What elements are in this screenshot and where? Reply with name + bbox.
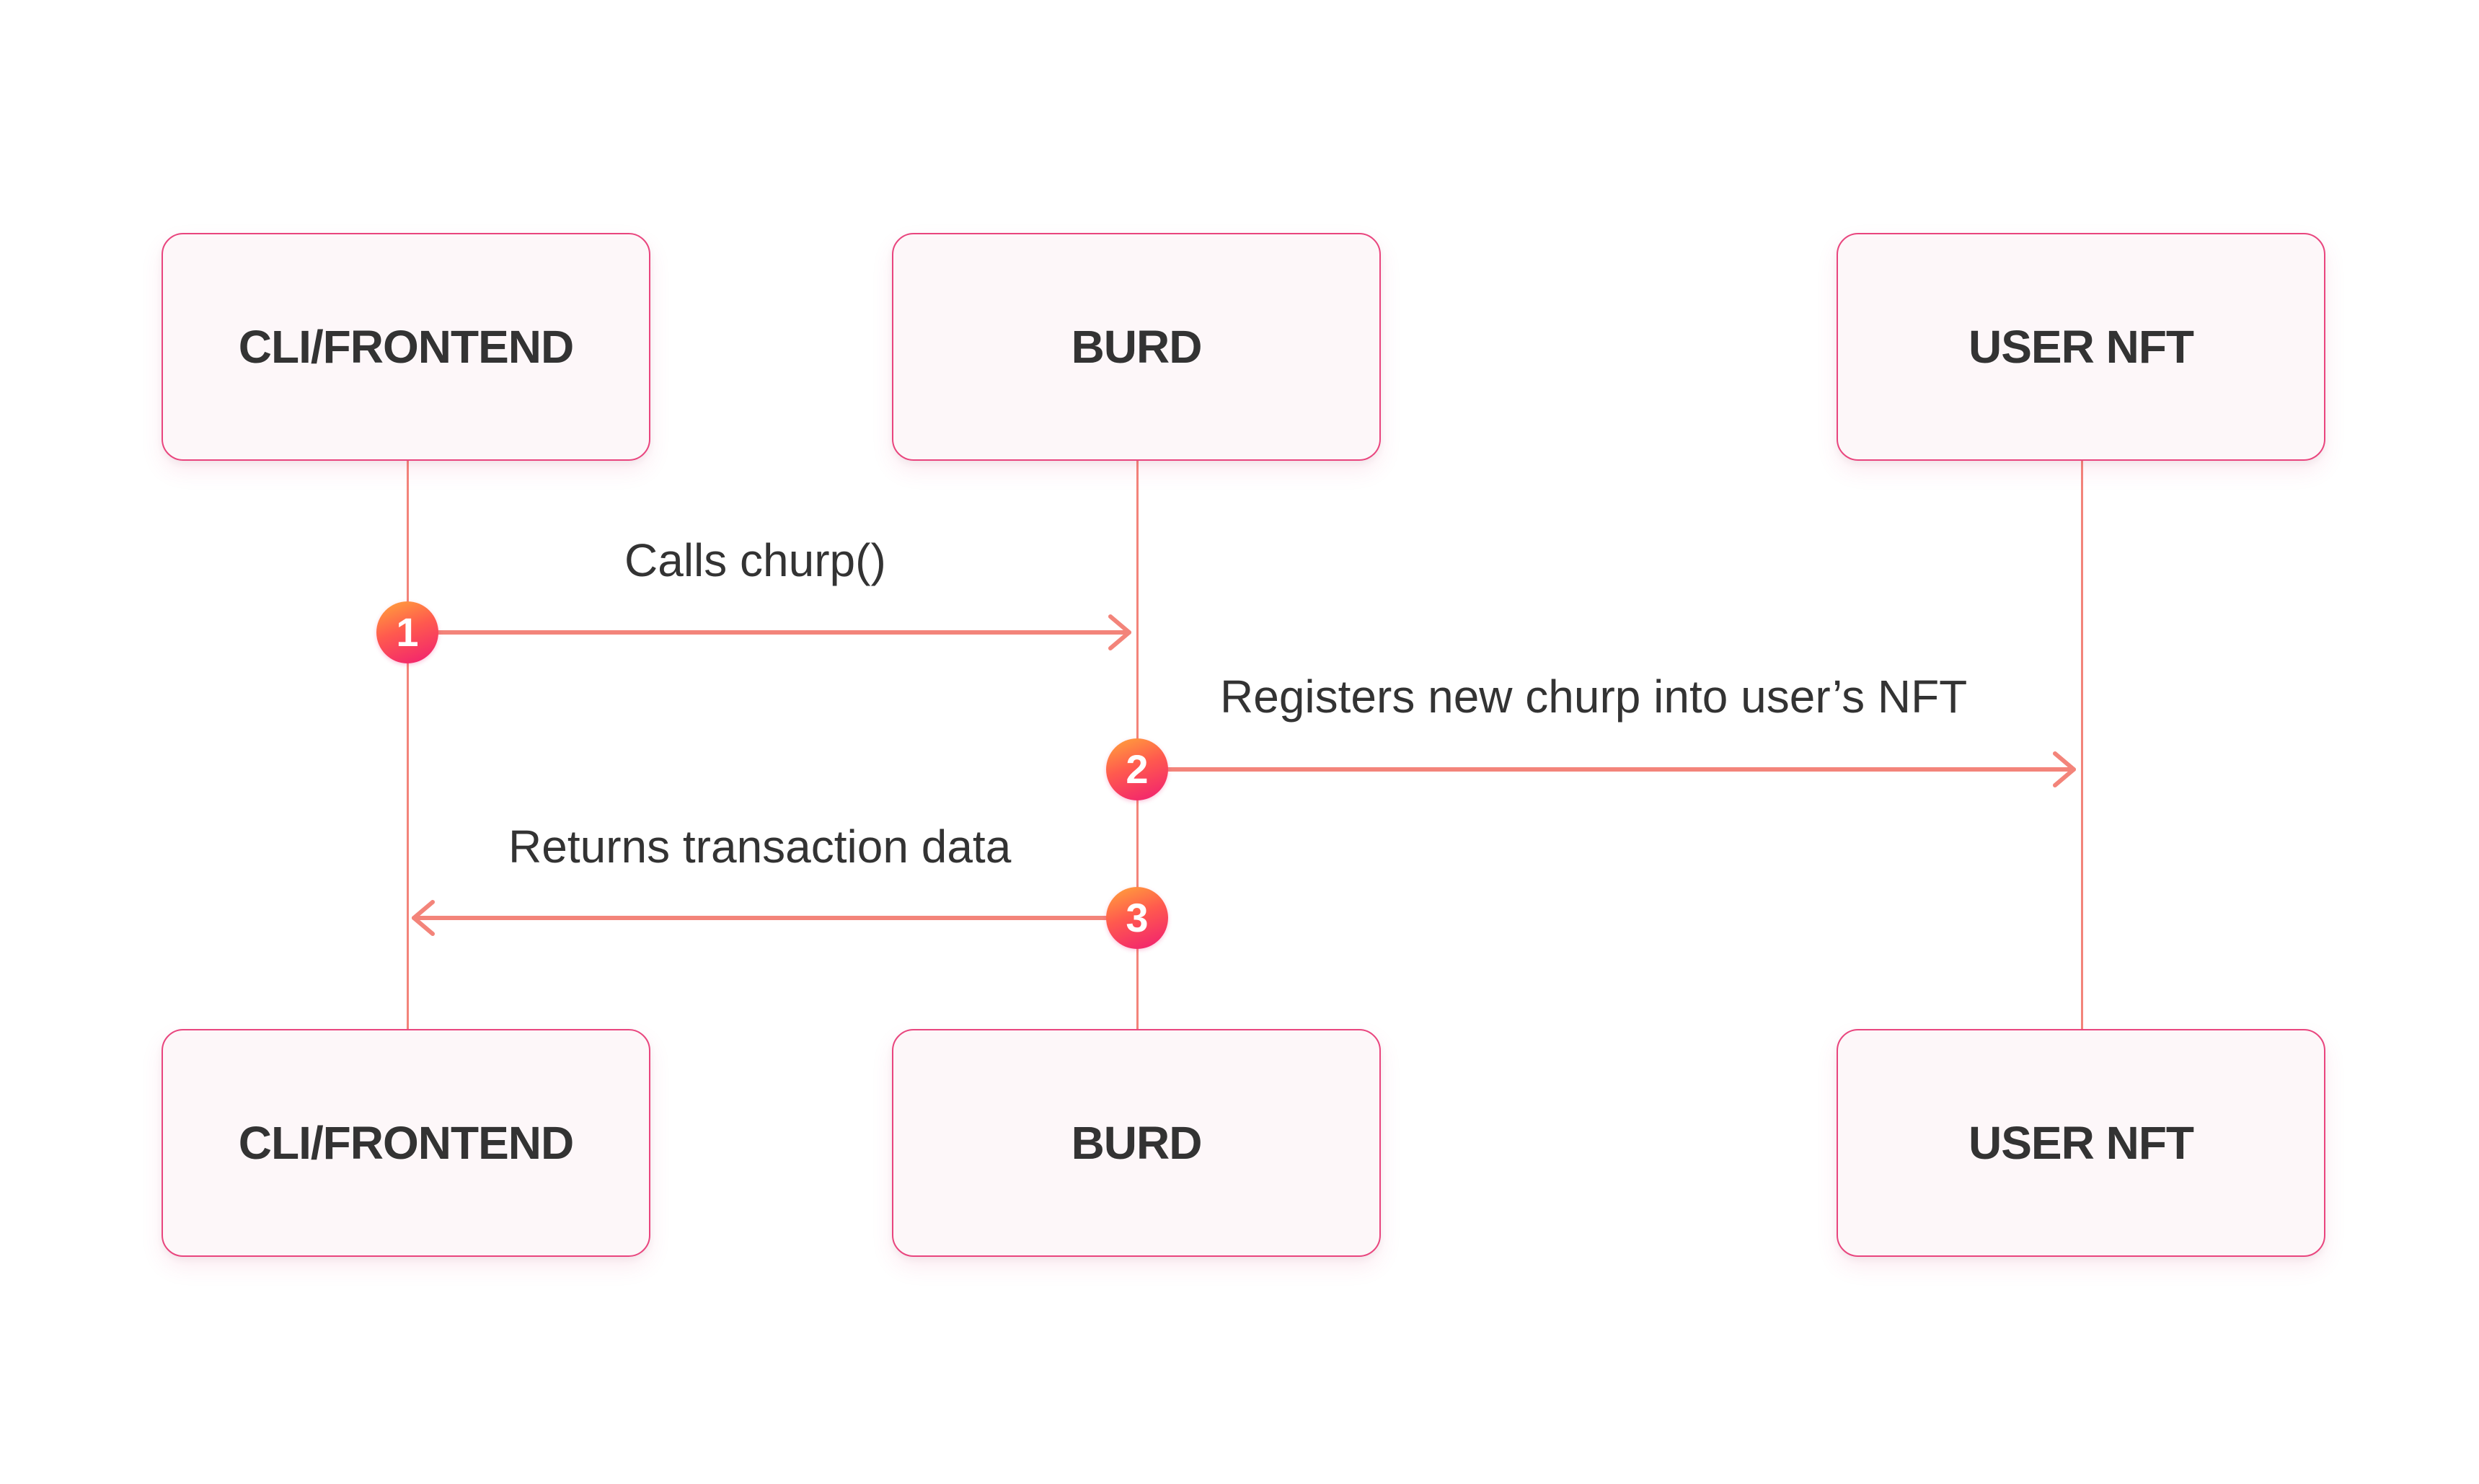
lifeline-cli-frontend bbox=[407, 460, 409, 1030]
participant-label: CLI/FRONTEND bbox=[238, 321, 574, 373]
participant-top-burd: BURD bbox=[892, 233, 1381, 461]
message-label-2: Registers new churp into user’s NFT bbox=[1220, 671, 1968, 723]
message-label-1: Calls churp() bbox=[624, 534, 886, 586]
step-badge-3: 3 bbox=[1106, 887, 1168, 949]
participant-label: CLI/FRONTEND bbox=[238, 1117, 574, 1169]
message-arrow-3 bbox=[412, 900, 1139, 936]
message-arrow-1 bbox=[405, 614, 1131, 650]
step-number: 2 bbox=[1126, 746, 1149, 792]
participant-top-cli-frontend: CLI/FRONTEND bbox=[162, 233, 650, 461]
participant-bottom-burd: BURD bbox=[892, 1029, 1381, 1257]
participant-label: USER NFT bbox=[1968, 321, 2194, 373]
step-badge-2: 2 bbox=[1106, 738, 1168, 800]
participant-bottom-user-nft: USER NFT bbox=[1837, 1029, 2325, 1257]
step-number: 3 bbox=[1126, 895, 1149, 940]
step-badge-1: 1 bbox=[376, 601, 438, 663]
message-arrow-2 bbox=[1135, 751, 2076, 787]
lifeline-user-nft bbox=[2081, 460, 2083, 1030]
step-number: 1 bbox=[396, 609, 419, 655]
message-label-3: Returns transaction data bbox=[508, 821, 1012, 873]
participant-label: BURD bbox=[1071, 1117, 1203, 1169]
participant-bottom-cli-frontend: CLI/FRONTEND bbox=[162, 1029, 650, 1257]
participant-label: BURD bbox=[1071, 321, 1203, 373]
participant-label: USER NFT bbox=[1968, 1117, 2194, 1169]
participant-top-user-nft: USER NFT bbox=[1837, 233, 2325, 461]
